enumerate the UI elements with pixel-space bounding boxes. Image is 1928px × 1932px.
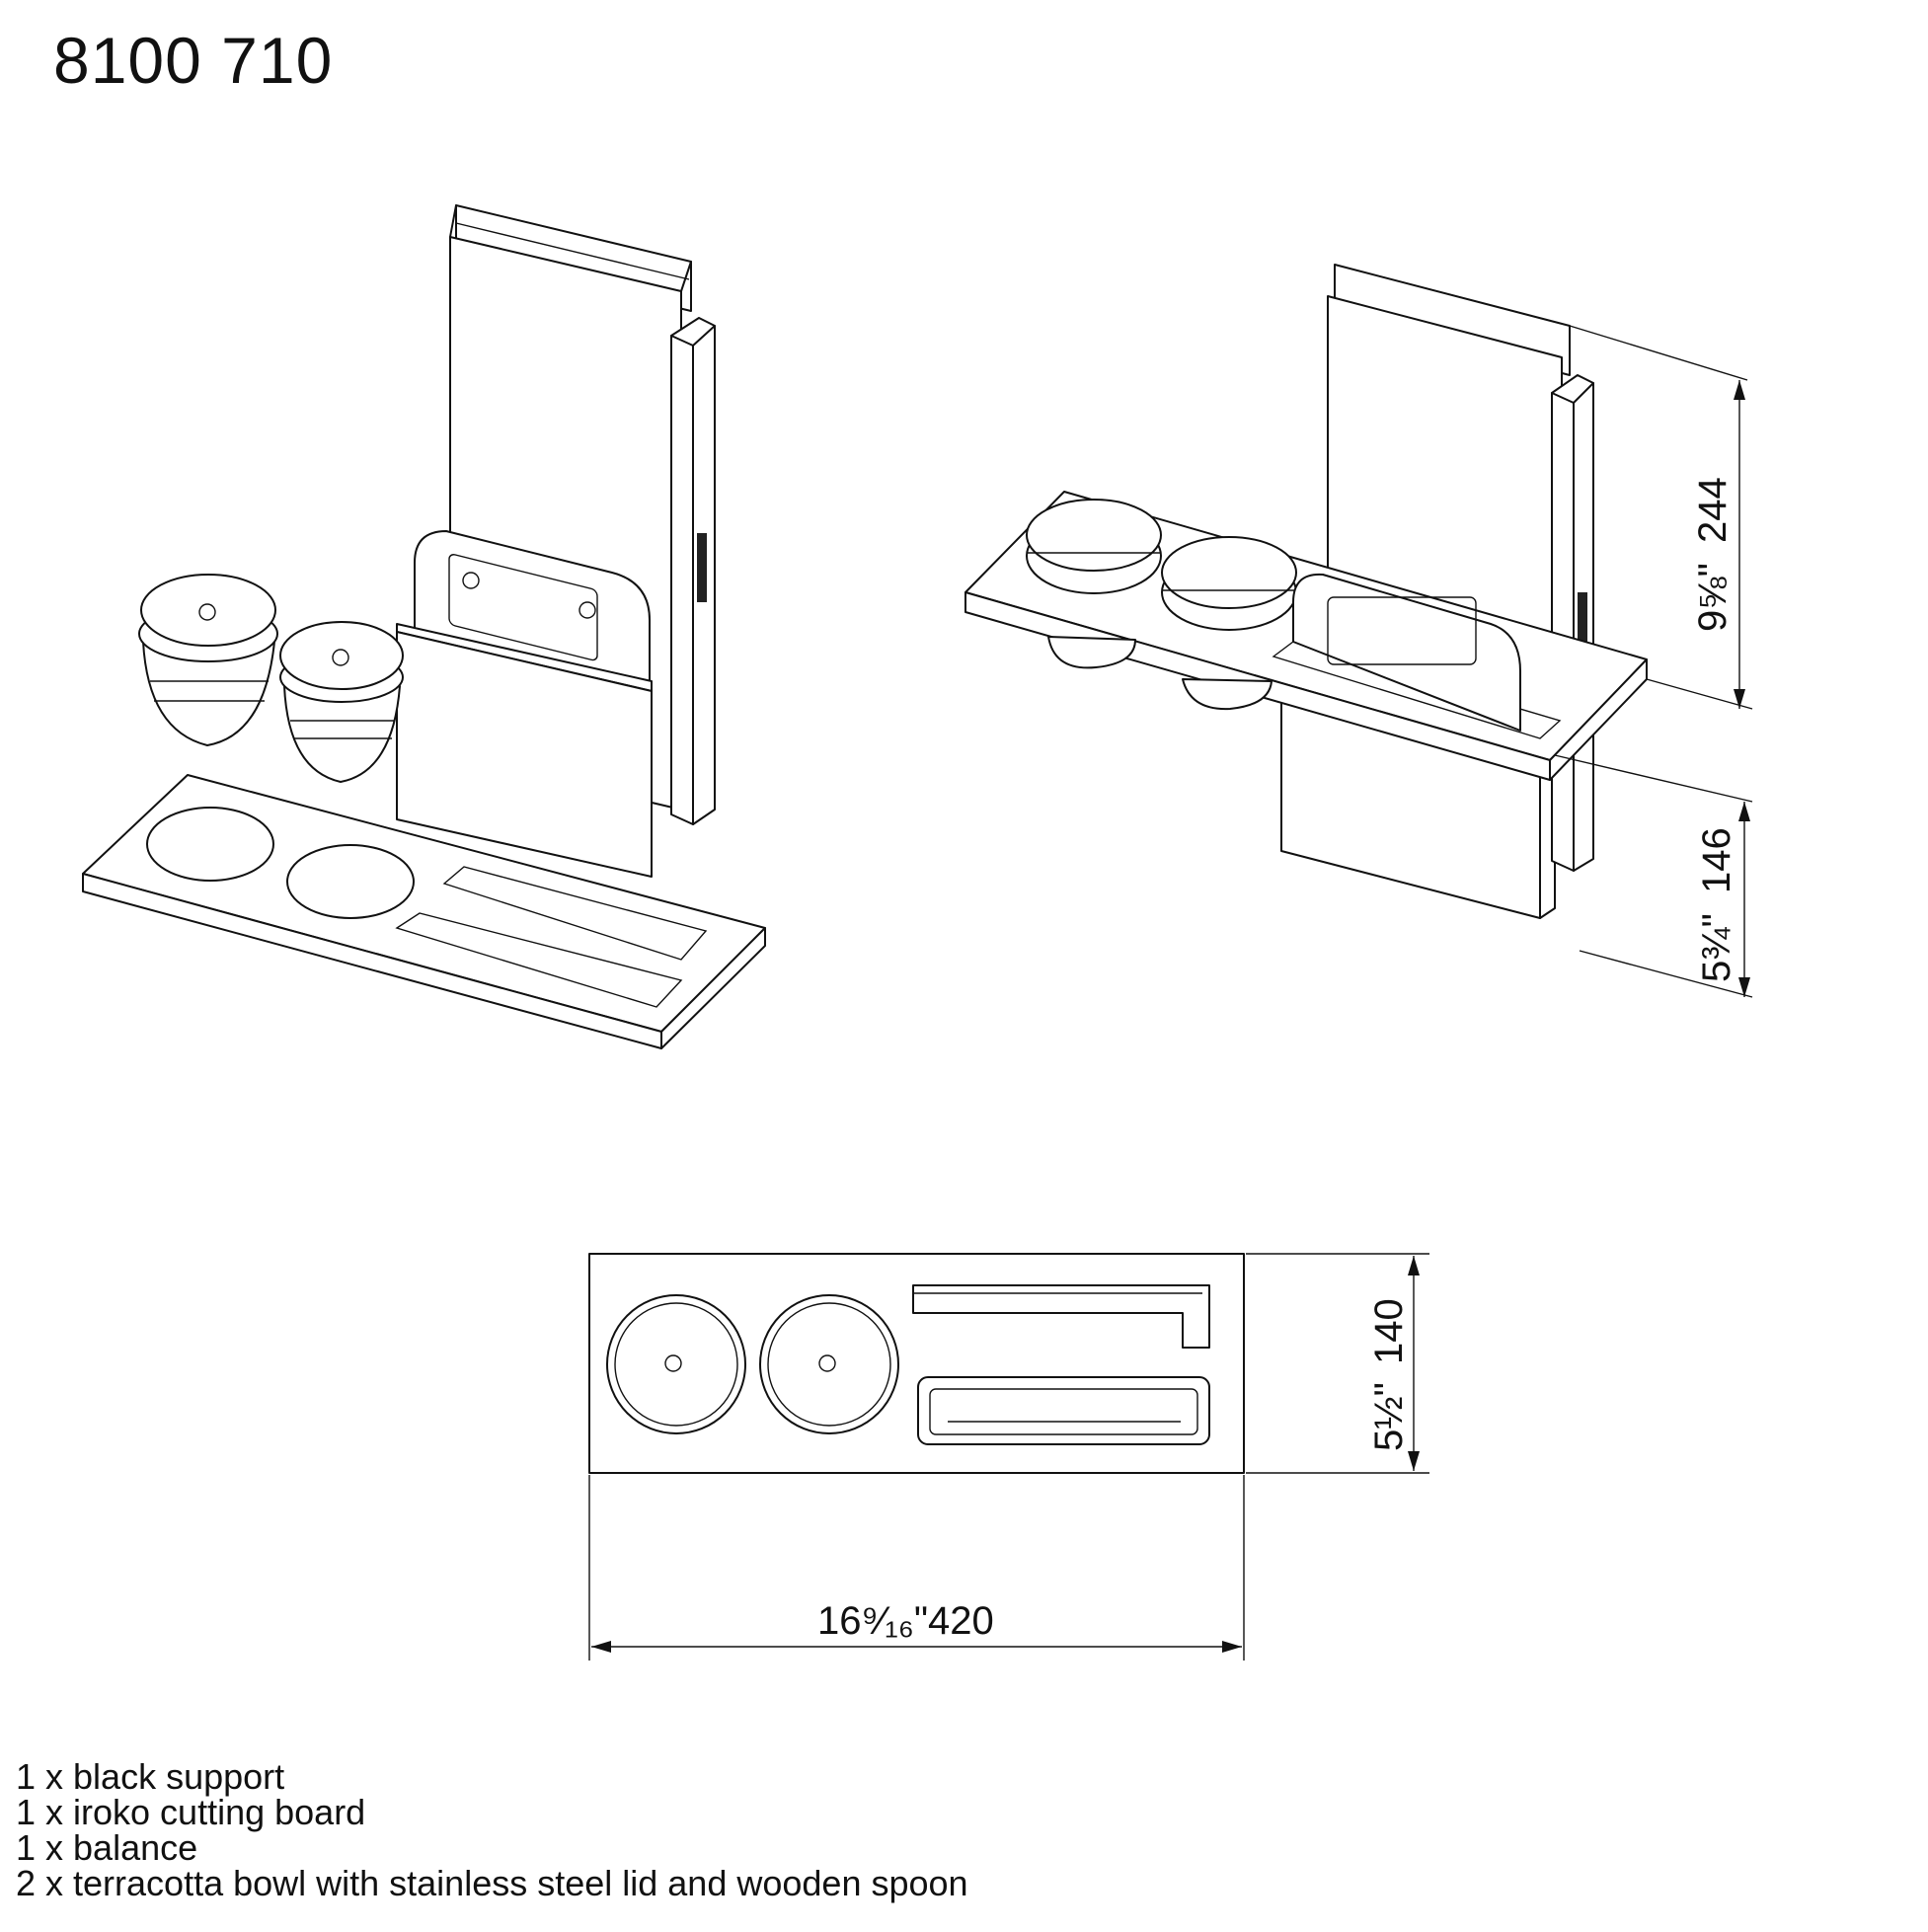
terracotta-bowl-2	[279, 621, 404, 783]
base-tray	[82, 774, 766, 1049]
component-item: 1 x iroko cutting board	[16, 1792, 366, 1832]
exploded-isometric-view	[82, 204, 766, 1049]
depth-imperial: 5½"	[1367, 1382, 1411, 1451]
component-item: 2 x terracotta bowl with stainless steel…	[16, 1863, 968, 1903]
components-list: 1 x black support 1 x iroko cutting boar…	[16, 1759, 968, 1901]
component-item: 1 x balance	[16, 1827, 198, 1868]
balance-scale	[396, 530, 653, 878]
height-upper-metric: 244	[1691, 477, 1735, 543]
height-lower-imperial: 5¾"	[1695, 913, 1738, 982]
assembled-isometric-view	[964, 264, 1648, 919]
width-dimension: 16⁹⁄₁₆" 420	[588, 1475, 1245, 1661]
product-number: 8100 710	[53, 24, 334, 97]
height-dimensions: 9⅝" 244 5¾" 146	[1554, 325, 1753, 998]
depth-dimension: 5½" 140	[1246, 1253, 1429, 1474]
top-plan-view	[588, 1253, 1245, 1474]
black-support	[670, 317, 716, 825]
terracotta-bowl-1	[138, 574, 278, 746]
depth-metric: 140	[1367, 1298, 1411, 1364]
component-item: 1 x black support	[16, 1756, 285, 1797]
height-upper-imperial: 9⅝"	[1691, 563, 1735, 632]
width-imperial: 16⁹⁄₁₆"	[817, 1599, 928, 1643]
width-metric: 420	[928, 1599, 994, 1643]
height-lower-metric: 146	[1695, 827, 1738, 893]
